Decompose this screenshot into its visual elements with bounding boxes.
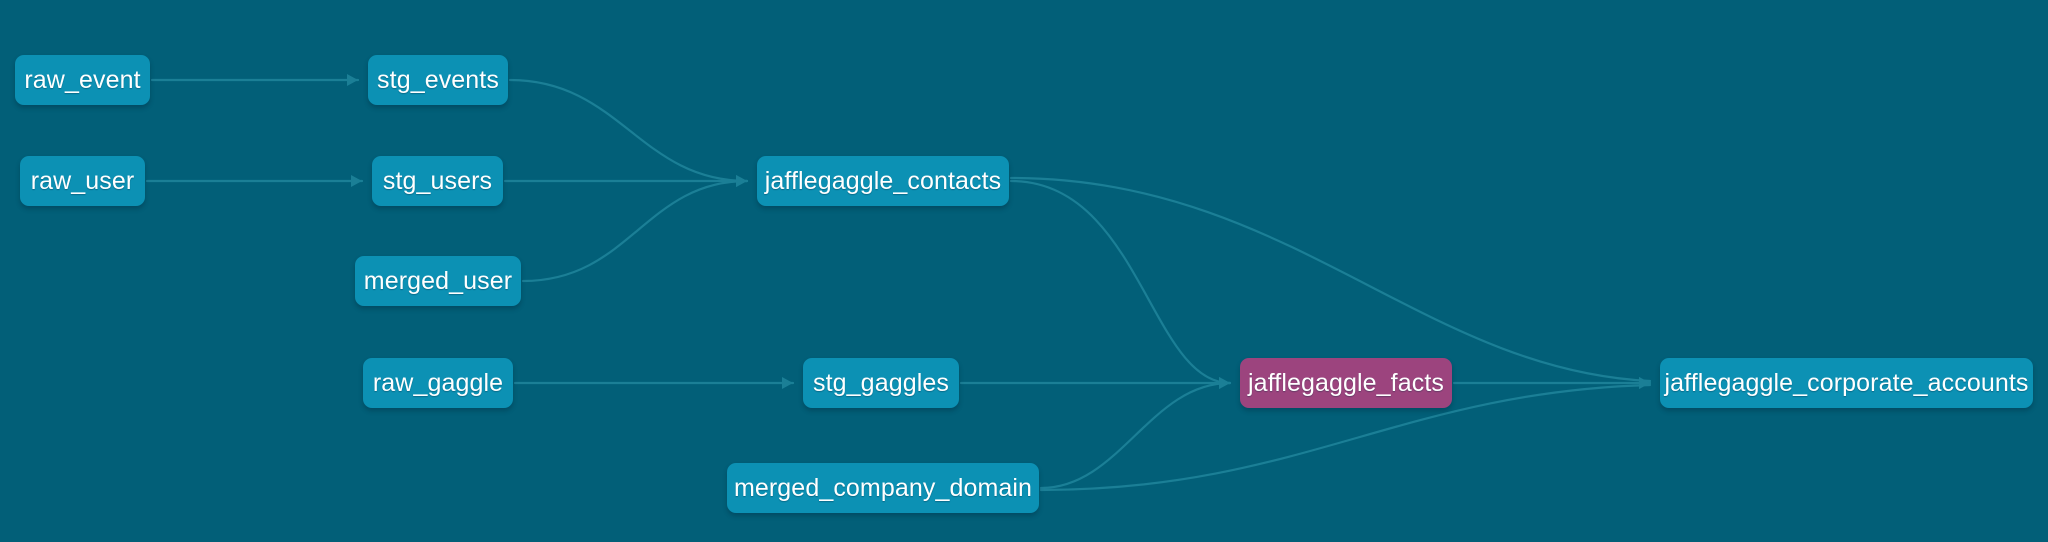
graph-node-label: raw_event — [24, 65, 141, 94]
edge-arrowhead — [351, 175, 362, 187]
graph-node-label: merged_company_domain — [733, 473, 1033, 502]
graph-node-jafflegaggle_corporate_accounts[interactable]: jafflegaggle_corporate_accounts — [1660, 358, 2033, 408]
graph-node-label: raw_user — [30, 166, 135, 195]
graph-node-raw_event[interactable]: raw_event — [15, 55, 150, 105]
graph-node-raw_gaggle[interactable]: raw_gaggle — [363, 358, 513, 408]
edge-jafflegaggle_contacts-to-jafflegaggle_corporate_accounts — [1009, 176, 1652, 383]
graph-node-label: merged_user — [363, 266, 513, 295]
edge-merged_company_domain-to-jafflegaggle_facts — [1039, 381, 1232, 490]
edge-jafflegaggle_contacts-to-jafflegaggle_facts — [1009, 179, 1232, 385]
graph-node-label: jafflegaggle_contacts — [764, 166, 1002, 195]
graph-node-label: jafflegaggle_corporate_accounts — [1664, 368, 2029, 397]
edge-arrowhead — [1219, 377, 1230, 389]
graph-node-raw_user[interactable]: raw_user — [20, 156, 145, 206]
edge-stg_events-to-jafflegaggle_contacts — [508, 78, 749, 183]
graph-node-jafflegaggle_contacts[interactable]: jafflegaggle_contacts — [757, 156, 1009, 206]
edge-arrowhead — [1639, 377, 1650, 389]
edge-arrowhead — [347, 74, 358, 86]
edge-arrowhead — [1219, 377, 1230, 389]
edge-merged_user-to-jafflegaggle_contacts — [521, 179, 749, 283]
graph-node-label: stg_users — [382, 166, 493, 195]
graph-node-jafflegaggle_facts[interactable]: jafflegaggle_facts — [1240, 358, 1452, 408]
edge-arrowhead — [782, 377, 793, 389]
edge-arrowhead — [1219, 377, 1230, 389]
edge-arrowhead — [736, 175, 747, 187]
graph-node-merged_company_domain[interactable]: merged_company_domain — [727, 463, 1039, 513]
graph-node-label: raw_gaggle — [372, 368, 504, 397]
graph-node-label: stg_gaggles — [813, 368, 949, 397]
edge-arrowhead — [1639, 377, 1650, 389]
graph-node-label: jafflegaggle_facts — [1248, 368, 1444, 397]
edge-arrowhead — [1639, 377, 1650, 389]
graph-node-label: stg_events — [377, 65, 499, 94]
graph-node-merged_user[interactable]: merged_user — [355, 256, 521, 306]
edge-arrowhead — [736, 175, 747, 187]
graph-node-stg_gaggles[interactable]: stg_gaggles — [803, 358, 959, 408]
graph-node-stg_users[interactable]: stg_users — [372, 156, 503, 206]
edge-arrowhead — [736, 175, 747, 187]
graph-node-stg_events[interactable]: stg_events — [368, 55, 508, 105]
